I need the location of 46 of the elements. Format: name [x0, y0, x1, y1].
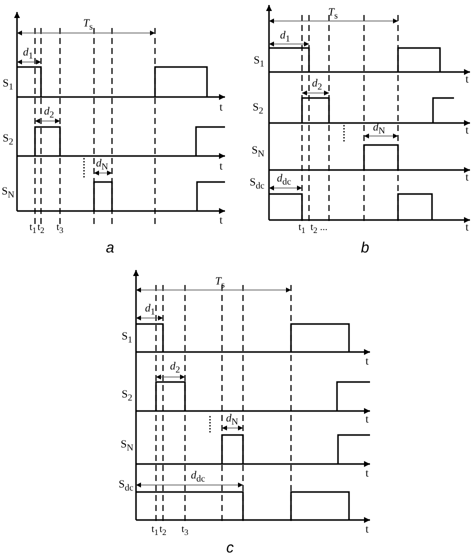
axis-label: t [465, 74, 469, 86]
axis-label: t [219, 102, 223, 114]
dimension-label: d$_{1}$ [22, 47, 34, 61]
signal-label: S$_{dc}$ [118, 479, 134, 493]
signal-label: S$_{2}$ [2, 133, 14, 147]
panel-label: b [360, 240, 370, 256]
dimension-label: d$_{2}$ [312, 78, 322, 92]
axis-label: t [365, 414, 369, 426]
panel-label: a [106, 240, 114, 256]
dimension-label: d$_{N}$ [96, 158, 108, 172]
time-label: t$_{1}$ [30, 222, 36, 236]
dimension-label: d$_{1}$ [280, 30, 290, 44]
axis-label: t [365, 468, 369, 480]
time-label: t$_{3}$ [56, 222, 64, 236]
signal-label: S$_{2}$ [122, 389, 132, 403]
axis-label: t [465, 172, 469, 184]
axis-label: t [219, 216, 223, 226]
dimension-label: T$_{s}$ [328, 7, 338, 21]
signal-label: S$_{N}$ [120, 439, 134, 453]
dimension-label: d$_{1}$ [144, 303, 156, 317]
signal-label: S$_{1}$ [254, 55, 264, 69]
signal-label: S$_{N}$ [252, 145, 264, 159]
axis-label: t [465, 126, 469, 136]
panel-label: c [226, 540, 234, 555]
dimension-label: d$_{N}$ [226, 413, 238, 427]
dimension-label: d$_{dc}$ [276, 173, 292, 187]
axis-label: t [365, 524, 369, 536]
signal-label: S$_{N}$ [2, 186, 14, 200]
dimension-label: d$_{2}$ [170, 361, 180, 375]
time-label: t$_{2}$ [38, 222, 44, 236]
axis-label: t [365, 356, 369, 368]
dimension-label: d$_{dc}$ [190, 470, 206, 484]
axis-label: t [219, 162, 223, 172]
dimension-label: T$_{s}$ [83, 18, 93, 32]
time-label: t$_{1}$ [152, 524, 158, 538]
signal-label: S$_{1}$ [122, 331, 132, 345]
signal-label: S$_{dc}$ [250, 177, 264, 191]
dimension-label: d$_{2}$ [44, 106, 54, 120]
signal-label: S$_{2}$ [252, 102, 264, 116]
time-label: t$_{2}$ ... [310, 222, 328, 236]
time-label: t$_{3}$ [182, 524, 188, 538]
time-label: t$_{2}$ [160, 524, 166, 538]
axis-label: t [465, 222, 469, 234]
signal-label: S$_{1}$ [2, 78, 14, 92]
dimension-label: d$_{N}$ [372, 122, 386, 136]
time-label: t$_{1}$ [298, 222, 306, 236]
